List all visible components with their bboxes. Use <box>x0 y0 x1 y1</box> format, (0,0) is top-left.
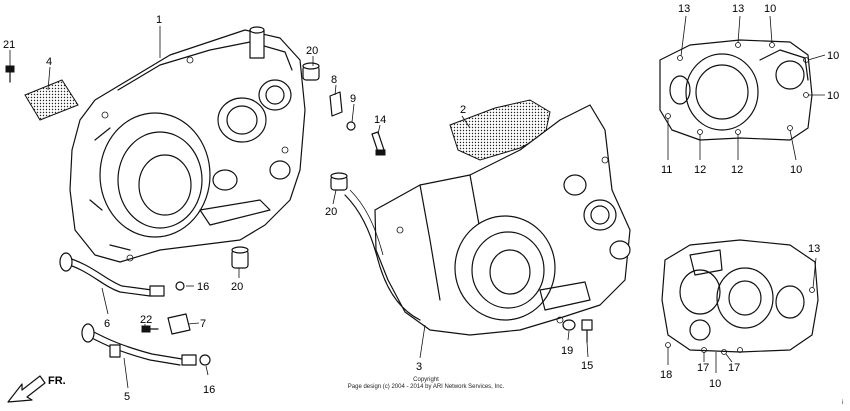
callout-16-lower: 16 <box>203 384 215 396</box>
callout-13-upper-left: 13 <box>678 3 690 15</box>
copyright-notice: Copyright Page design (c) 2004 - 2014 by… <box>348 377 505 390</box>
dowel-pins-20 <box>231 62 348 269</box>
callout-22: 22 <box>140 314 152 326</box>
callout-10-upper-right-2: 10 <box>827 90 839 102</box>
callout-9: 9 <box>350 93 356 105</box>
callout-18: 18 <box>660 369 672 381</box>
copyright-line-1: Copyright <box>413 377 439 383</box>
callout-17-left: 17 <box>697 362 709 374</box>
callout-1: 1 <box>156 14 162 26</box>
copyright-line-2: Page design (c) 2004 - 2014 by ARI Netwo… <box>348 384 505 390</box>
right-crankcase-drawing <box>344 99 631 336</box>
callout-6: 6 <box>104 318 110 330</box>
callout-17-right: 17 <box>728 362 740 374</box>
callout-10-upper-bottom: 10 <box>790 164 802 176</box>
leader-lines <box>9 15 826 389</box>
callout-12-right: 12 <box>731 164 743 176</box>
callout-4: 4 <box>46 56 52 68</box>
callout-13-upper-mid: 13 <box>732 3 744 15</box>
upper-right-cover-drawing <box>659 39 813 141</box>
lower-right-cover-drawing <box>661 239 819 355</box>
callout-13-lower: 13 <box>808 243 820 255</box>
callout-20-mid: 20 <box>325 206 337 218</box>
callout-3: 3 <box>416 361 422 373</box>
callout-numbers: 1 21 4 20 8 9 14 2 20 20 16 6 22 7 5 16 … <box>3 3 839 403</box>
callout-15: 15 <box>581 360 593 372</box>
left-crankcase-drawing <box>69 26 306 263</box>
callout-2: 2 <box>460 104 466 116</box>
bolt-21 <box>5 65 15 83</box>
callout-10-upper-top: 10 <box>764 3 776 15</box>
bracket-7-bolt-22 <box>141 313 191 335</box>
callout-20-top: 20 <box>306 45 318 57</box>
callout-16-upper: 16 <box>197 281 209 293</box>
small-parts-8-9-14 <box>329 91 386 156</box>
front-arrow-label: FR. <box>48 375 66 387</box>
callout-10-upper-right-1: 10 <box>827 50 839 62</box>
callout-12-left: 12 <box>694 164 706 176</box>
callout-8: 8 <box>331 74 337 86</box>
callout-21: 21 <box>3 39 15 51</box>
front-arrow: FR. <box>7 375 66 403</box>
oil-strainer-screen <box>24 79 79 121</box>
oil-hoses-5-6 <box>59 252 211 366</box>
corner-mark: i <box>842 400 843 406</box>
callout-11: 11 <box>661 164 672 176</box>
callout-19: 19 <box>561 345 573 357</box>
callout-20-bottom: 20 <box>231 281 243 293</box>
callout-14: 14 <box>374 114 386 126</box>
callout-7: 7 <box>200 318 206 330</box>
callout-10-lower: 10 <box>709 378 721 390</box>
washer-19-bolt-15 <box>562 319 593 343</box>
callout-5: 5 <box>124 391 130 403</box>
